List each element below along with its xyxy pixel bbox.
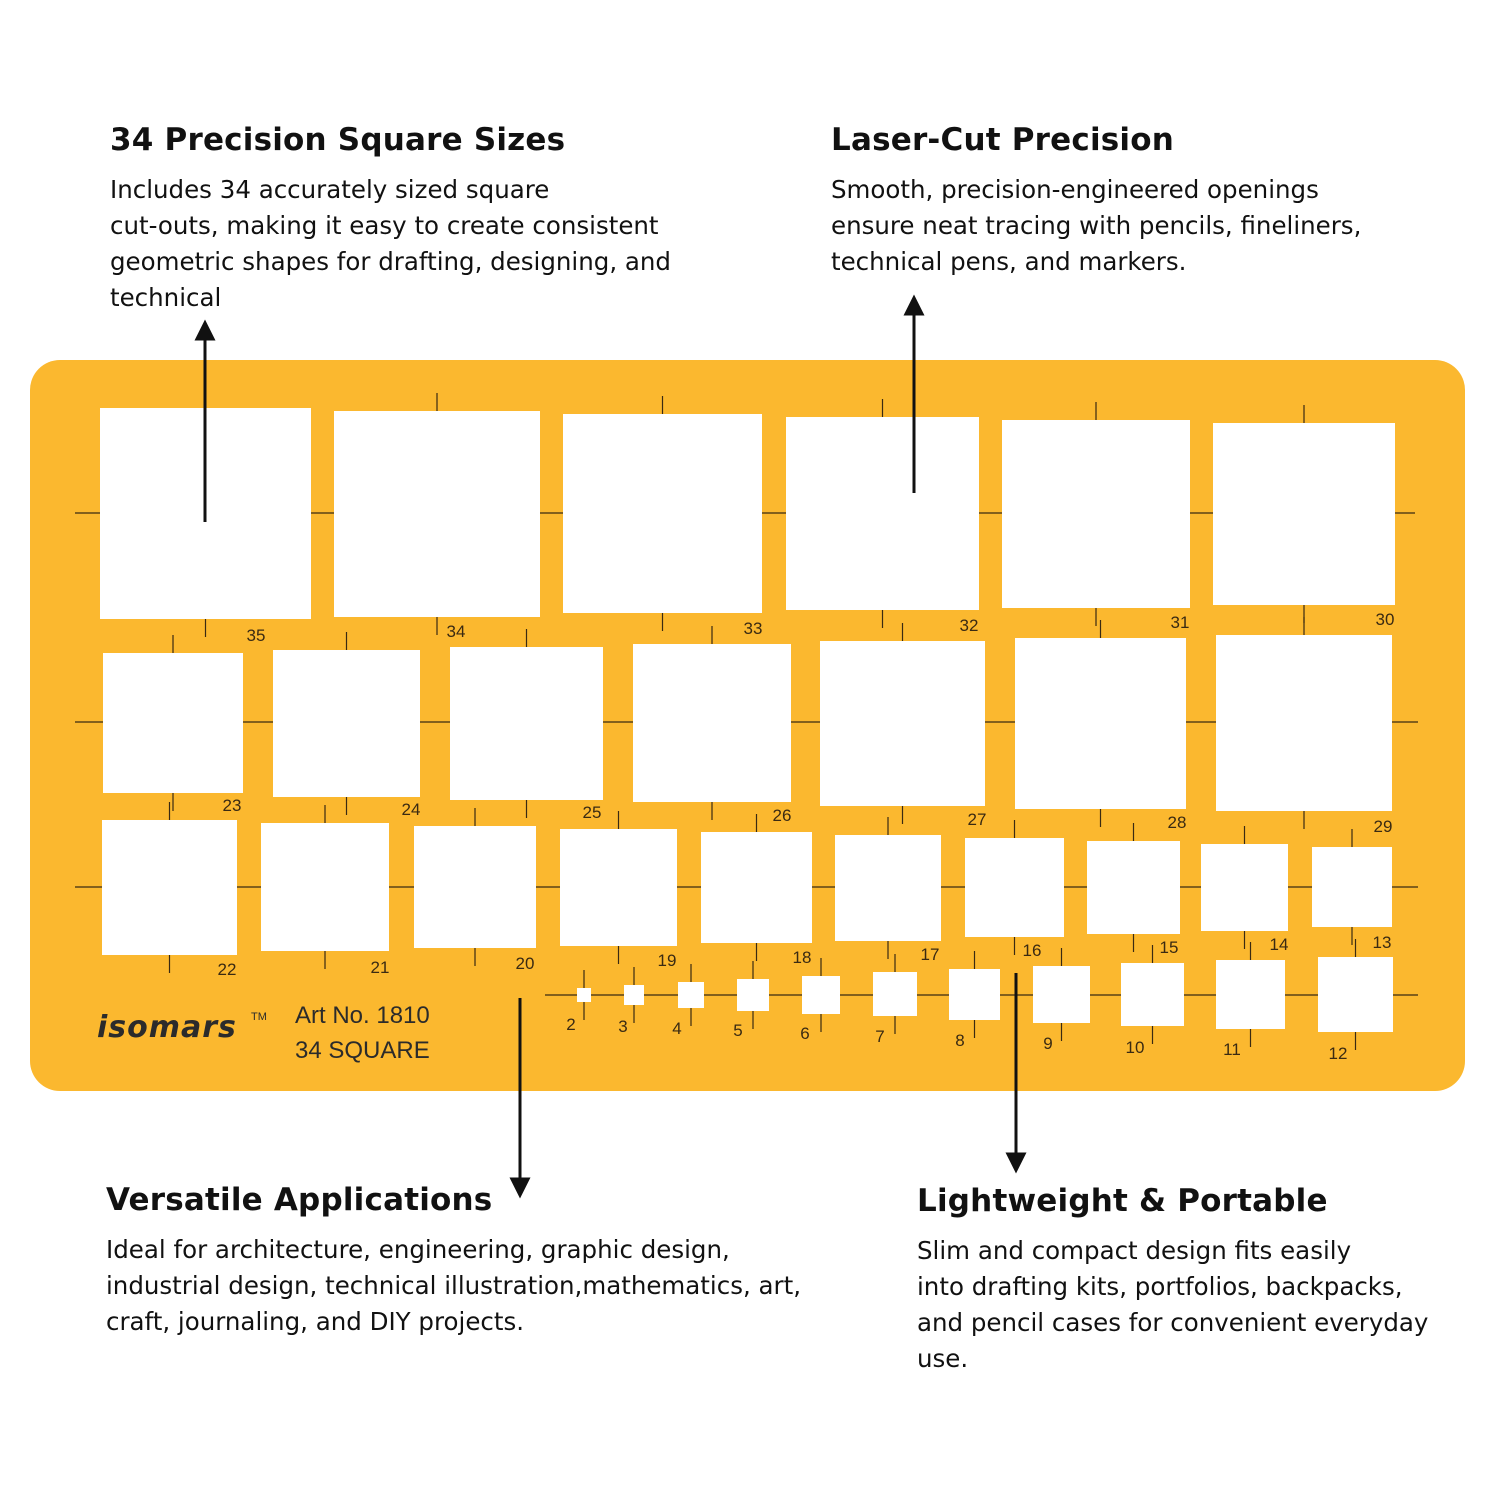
feature-laser-cut: Laser-Cut Precision Smooth, precision-en… — [831, 122, 1471, 280]
size-label: 19 — [658, 951, 677, 970]
size-label: 33 — [744, 619, 763, 638]
size-label: 18 — [793, 948, 812, 967]
feature-square-sizes: 34 Precision Square Sizes Includes 34 ac… — [110, 122, 750, 316]
square-cutout — [1312, 847, 1392, 927]
size-label: 5 — [733, 1021, 742, 1040]
size-label: 30 — [1376, 610, 1395, 629]
feature-line: industrial design, technical illustratio… — [106, 1271, 802, 1300]
square-cutout — [273, 650, 420, 797]
size-label: 28 — [1168, 813, 1187, 832]
square-cutout — [624, 985, 644, 1005]
size-label: 7 — [875, 1027, 884, 1046]
size-label: 34 — [447, 622, 466, 641]
square-cutout — [1087, 841, 1180, 934]
size-label: 8 — [955, 1031, 964, 1050]
size-label: 16 — [1023, 941, 1042, 960]
square-cutout — [563, 414, 762, 613]
square-cutout — [949, 969, 1000, 1020]
feature-title: Lightweight & Portable — [917, 1183, 1328, 1219]
size-label: 10 — [1126, 1038, 1145, 1057]
feature-description: Ideal for architecture, engineering, gra… — [106, 1232, 866, 1340]
size-label: 13 — [1373, 933, 1392, 952]
feature-title: 34 Precision Square Sizes — [110, 122, 566, 158]
square-cutout — [1216, 960, 1285, 1029]
size-label: 9 — [1043, 1034, 1052, 1053]
feature-line: technical pens, and markers. — [831, 247, 1187, 276]
feature-title: Laser-Cut Precision — [831, 122, 1175, 158]
size-label: 2 — [566, 1015, 575, 1034]
square-cutout — [102, 820, 237, 955]
square-cutout — [1201, 844, 1288, 931]
size-label: 32 — [960, 616, 979, 635]
square-cutout — [414, 826, 536, 948]
size-label: 25 — [583, 803, 602, 822]
brand-logo: isomars — [97, 1010, 237, 1045]
size-label: 3 — [618, 1017, 627, 1036]
size-label: 24 — [402, 800, 421, 819]
square-cutout — [786, 417, 979, 610]
feature-description: Smooth, precision-engineered openings en… — [831, 172, 1471, 280]
square-cutout — [100, 408, 311, 619]
feature-line: Includes 34 accurately sized square — [110, 175, 550, 204]
square-cutout — [835, 835, 941, 941]
size-label: 6 — [800, 1024, 809, 1043]
square-cutout — [633, 644, 791, 802]
square-cutout — [873, 972, 917, 1016]
square-cutout — [701, 832, 812, 943]
size-label: 23 — [223, 796, 242, 815]
square-cutout — [1015, 638, 1186, 809]
feature-versatile: Versatile Applications Ideal for archite… — [106, 1182, 866, 1340]
feature-line: ensure neat tracing with pencils, fineli… — [831, 211, 1362, 240]
trademark-mark: TM — [251, 1011, 267, 1023]
square-cutout — [678, 982, 704, 1008]
feature-line: cut-outs, making it easy to create consi… — [110, 211, 659, 240]
square-cutout — [1002, 420, 1190, 608]
size-label: 17 — [921, 945, 940, 964]
feature-line: Ideal for architecture, engineering, gra… — [106, 1235, 730, 1264]
size-label: 4 — [672, 1019, 681, 1038]
size-label: 14 — [1270, 935, 1289, 954]
size-label: 20 — [516, 954, 535, 973]
square-cutout — [261, 823, 389, 951]
size-label: 35 — [247, 626, 266, 645]
art-number: Art No. 1810 — [295, 1002, 430, 1029]
feature-line: use. — [917, 1344, 969, 1373]
size-label: 27 — [968, 810, 987, 829]
feature-line: into drafting kits, portfolios, backpack… — [917, 1272, 1403, 1301]
feature-line: and pencil cases for convenient everyday — [917, 1308, 1429, 1337]
size-label: 15 — [1160, 938, 1179, 957]
feature-line: Slim and compact design fits easily — [917, 1236, 1352, 1265]
square-cutout — [802, 976, 840, 1014]
size-label: 29 — [1374, 817, 1393, 836]
size-label: 11 — [1223, 1040, 1241, 1059]
square-cutout — [560, 829, 677, 946]
square-cutout — [1318, 957, 1393, 1032]
feature-description: Slim and compact design fits easily into… — [917, 1233, 1492, 1377]
square-cutout — [577, 988, 591, 1002]
square-cutout — [1216, 635, 1392, 811]
square-cutout — [1121, 963, 1184, 1026]
square-cutout — [1033, 966, 1090, 1023]
feature-line: craft, journaling, and DIY projects. — [106, 1307, 525, 1336]
size-label: 31 — [1171, 613, 1190, 632]
square-cutout — [965, 838, 1064, 937]
square-cutout — [737, 979, 769, 1011]
size-label: 12 — [1329, 1044, 1348, 1063]
feature-description: Includes 34 accurately sized square cut-… — [110, 172, 750, 316]
feature-line: technical — [110, 283, 222, 312]
feature-line: geometric shapes for drafting, designing… — [110, 247, 671, 276]
product-name: 34 SQUARE — [295, 1037, 430, 1064]
square-cutout — [450, 647, 603, 800]
feature-title: Versatile Applications — [106, 1182, 493, 1218]
feature-line: Smooth, precision-engineered openings — [831, 175, 1319, 204]
size-label: 21 — [371, 958, 390, 977]
square-cutout — [334, 411, 540, 617]
feature-portable: Lightweight & Portable Slim and compact … — [917, 1183, 1492, 1377]
size-label: 22 — [218, 960, 237, 979]
square-cutout — [820, 641, 985, 806]
size-label: 26 — [773, 806, 792, 825]
square-cutout — [103, 653, 243, 793]
square-cutout — [1213, 423, 1395, 605]
